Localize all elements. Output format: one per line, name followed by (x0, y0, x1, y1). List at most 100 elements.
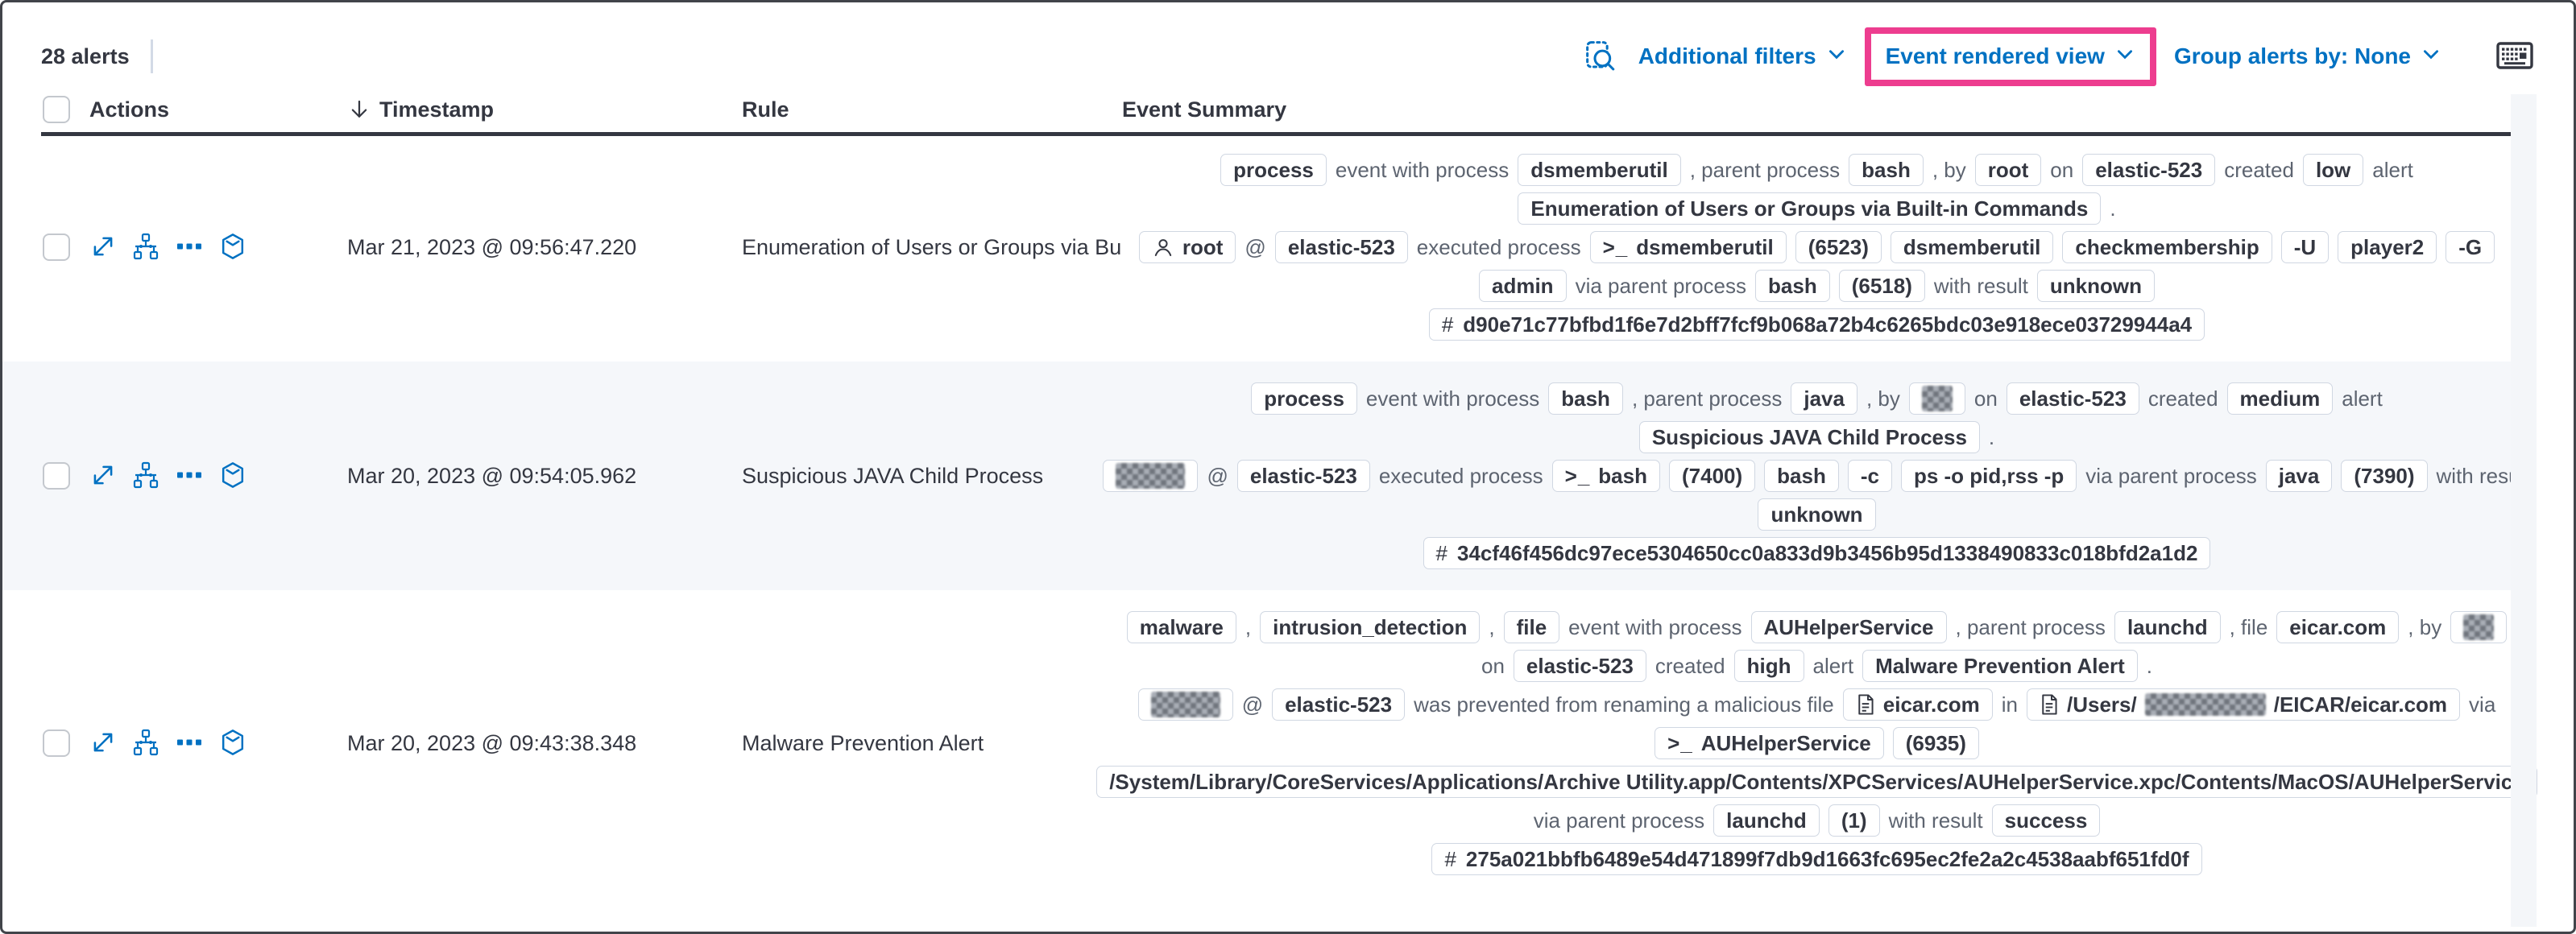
field-badge[interactable]: success (1991, 804, 2101, 837)
field-badge[interactable]: process (1220, 154, 1327, 186)
badge-text: dsmemberutil (1903, 234, 2041, 259)
summary-text: event with process (1335, 157, 1510, 182)
field-badge[interactable]: elastic-523 (2006, 382, 2139, 415)
field-badge[interactable]: AUHelperService (1750, 611, 1947, 643)
field-badge[interactable]: elastic-523 (1272, 688, 1406, 721)
field-badge[interactable]: root (1138, 231, 1236, 263)
field-badge[interactable]: >_bash (1551, 460, 1660, 492)
badge-text: unknown (2049, 273, 2142, 298)
redacted-value (1116, 463, 1186, 489)
field-badge[interactable]: -G (2446, 231, 2495, 263)
field-badge[interactable]: eicar.com (1842, 688, 1993, 721)
expand-icon (89, 233, 117, 262)
rule-name[interactable]: Suspicious JAVA Child Process (742, 463, 1044, 488)
field-badge[interactable]: launchd (2114, 611, 2221, 643)
expand-alert-button[interactable] (89, 729, 117, 758)
analyze-event-button[interactable] (131, 232, 160, 263)
field-badge[interactable]: >_dsmemberutil (1589, 231, 1787, 263)
field-badge[interactable]: java (2265, 460, 2333, 492)
rule-name[interactable]: Enumeration of Users or Groups via Bui (742, 234, 1122, 259)
inspect-button[interactable] (1584, 39, 1617, 75)
analyzer-icon (131, 461, 160, 492)
field-badge[interactable]: -U (2280, 231, 2330, 263)
select-alert-checkbox[interactable] (43, 234, 70, 261)
keyboard-shortcuts-button[interactable] (2496, 41, 2533, 72)
field-badge[interactable]: #275a021bbfb6489e54d471899f7db9d1663fc69… (1431, 843, 2202, 875)
field-badge[interactable]: launchd (1713, 804, 1820, 837)
field-badge[interactable]: elastic-523 (1274, 231, 1408, 263)
field-badge[interactable]: admin (1478, 270, 1567, 302)
field-badge[interactable]: malware (1126, 611, 1236, 643)
field-badge[interactable]: /Users//EICAR/eicar.com (2027, 688, 2461, 721)
more-actions-button[interactable] (175, 728, 204, 759)
field-badge[interactable]: unknown (1758, 498, 1876, 531)
column-header-timestamp[interactable]: Timestamp (379, 97, 495, 122)
field-badge[interactable]: Suspicious JAVA Child Process (1638, 421, 1980, 453)
select-all-checkbox[interactable] (43, 96, 70, 123)
select-alert-checkbox[interactable] (43, 729, 70, 757)
field-badge[interactable]: medium (2226, 382, 2334, 415)
field-badge[interactable]: java (1791, 382, 1857, 415)
field-badge[interactable]: root (1974, 154, 2042, 186)
field-badge[interactable]: intrusion_detection (1260, 611, 1481, 643)
field-badge[interactable]: bash (1849, 154, 1924, 186)
field-badge[interactable]: >_AUHelperService (1655, 727, 1884, 759)
badge-text: bash (1598, 463, 1647, 488)
badge-text: /System/Library/CoreServices/Application… (1109, 769, 2524, 794)
badge-text: root (1987, 157, 2029, 182)
field-badge[interactable]: bash (1548, 382, 1623, 415)
field-badge[interactable]: eicar.com (2276, 611, 2400, 643)
expand-alert-button[interactable] (89, 461, 117, 491)
field-badge[interactable]: dsmemberutil (1890, 231, 2054, 263)
field-badge[interactable]: elastic-523 (1513, 650, 1646, 682)
field-badge[interactable]: (7390) (2341, 460, 2428, 492)
field-badge[interactable]: elastic-523 (2082, 154, 2216, 186)
field-badge[interactable]: #34cf46f456dc97ece5304650cc0a833d9b3456b… (1423, 537, 2211, 569)
field-badge[interactable] (2450, 611, 2508, 643)
field-badge[interactable]: #d90e71c77bfbd1f6e7d2bff7fcf9b068a72b4c6… (1428, 308, 2205, 341)
field-badge[interactable]: file (1503, 611, 1560, 643)
more-actions-button[interactable] (175, 461, 204, 492)
field-badge[interactable] (1103, 460, 1199, 492)
field-badge[interactable]: (1) (1828, 804, 1880, 837)
field-badge[interactable]: /System/Library/CoreServices/Application… (1096, 766, 2537, 798)
analyze-event-button[interactable] (131, 728, 160, 759)
rule-name[interactable]: Malware Prevention Alert (742, 730, 984, 755)
field-badge[interactable]: (7400) (1668, 460, 1756, 492)
select-alert-checkbox[interactable] (43, 462, 70, 490)
field-badge[interactable]: player2 (2338, 231, 2437, 263)
vertical-scrollbar[interactable] (2511, 94, 2537, 927)
event-rendered-view-select[interactable]: Event rendered view (1886, 43, 2135, 70)
field-badge[interactable]: high (1733, 650, 1804, 682)
open-session-view-button[interactable] (218, 232, 247, 263)
open-session-view-button[interactable] (218, 728, 247, 759)
open-session-view-button[interactable] (218, 461, 247, 492)
field-badge[interactable]: process (1251, 382, 1357, 415)
analyze-event-button[interactable] (131, 461, 160, 492)
field-badge[interactable]: ps -o pid,rss -p (1900, 460, 2077, 492)
badge-text: (7390) (2354, 463, 2415, 488)
field-badge[interactable] (1137, 688, 1233, 721)
expand-alert-button[interactable] (89, 233, 117, 262)
field-badge[interactable]: dsmemberutil (1518, 154, 1681, 186)
field-badge[interactable]: (6518) (1838, 270, 1925, 302)
field-badge[interactable]: elastic-523 (1236, 460, 1370, 492)
sort-descending-icon[interactable] (347, 97, 371, 122)
group-alerts-by-button[interactable]: Group alerts by: None (2174, 43, 2441, 70)
more-actions-button[interactable] (175, 232, 204, 263)
field-badge[interactable]: -c (1847, 460, 1892, 492)
badge-text: file (1516, 614, 1547, 639)
field-badge[interactable] (1908, 382, 1965, 415)
field-badge[interactable]: low (2302, 154, 2364, 186)
field-badge[interactable]: (6523) (1795, 231, 1882, 263)
field-badge[interactable]: bash (1755, 270, 1830, 302)
additional-filters-button[interactable]: Additional filters (1638, 43, 1847, 70)
field-badge[interactable]: (6935) (1892, 727, 1979, 759)
field-badge[interactable]: checkmembership (2062, 231, 2272, 263)
field-badge[interactable]: bash (1764, 460, 1839, 492)
field-badge[interactable]: Enumeration of Users or Groups via Built… (1518, 192, 2102, 225)
field-badge[interactable]: Malware Prevention Alert (1862, 650, 2138, 682)
field-badge[interactable]: unknown (2036, 270, 2155, 302)
